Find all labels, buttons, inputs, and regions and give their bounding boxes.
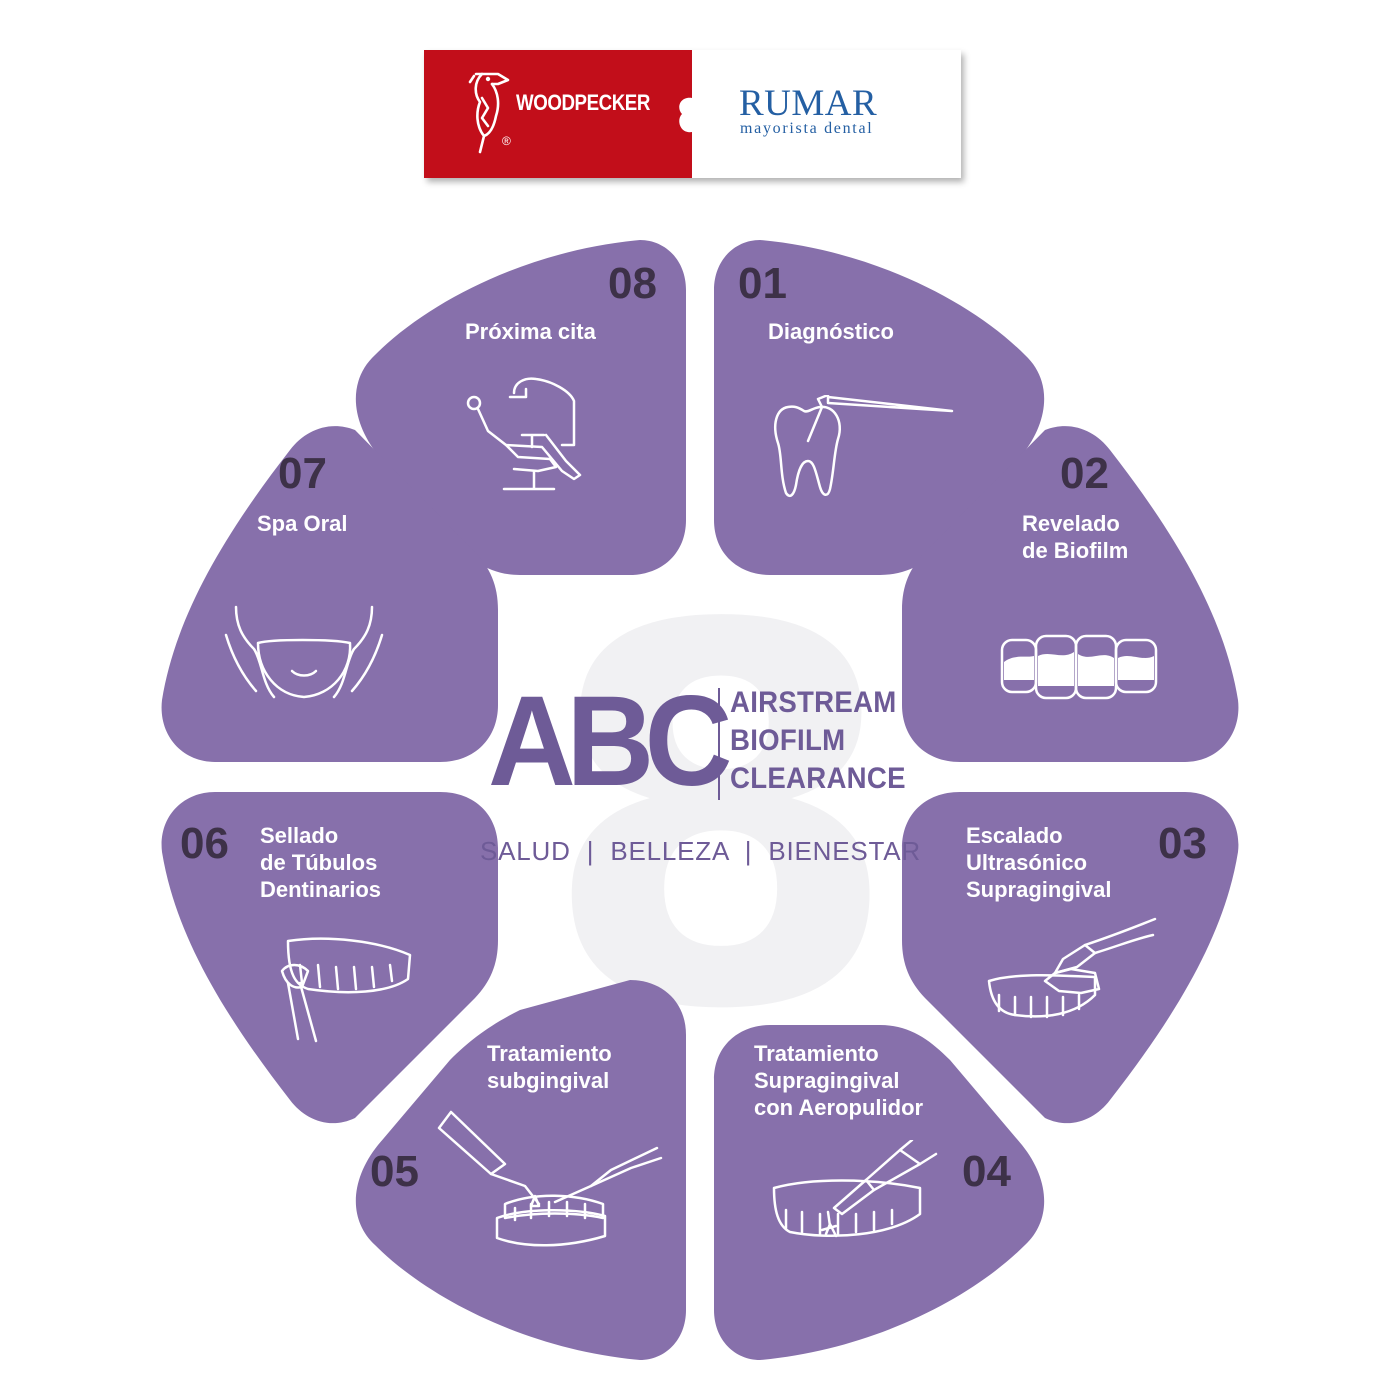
dental-chair-icon (466, 377, 582, 491)
step-01-label: Diagnóstico (768, 319, 894, 344)
step-02-number: 02 (1060, 449, 1109, 498)
petal-02 (902, 426, 1239, 762)
partner-logo-banner: WOODPECKER ® RUMAR mayorista dental (424, 50, 961, 178)
petal-05 (355, 980, 686, 1360)
petal-06 (161, 792, 498, 1124)
step-08-label: Próxima cita (465, 319, 596, 344)
petal-03 (902, 792, 1239, 1124)
step-01-number: 01 (738, 259, 787, 308)
rumar-brand-subtitle: mayorista dental (740, 120, 874, 137)
tooth-probe-icon (774, 395, 954, 497)
step-08-number: 08 (608, 259, 657, 308)
abc-title-line-2: BIOFILM (730, 724, 846, 757)
abc-logo-divider (718, 688, 720, 800)
rumar-logo-panel (692, 50, 961, 178)
abc-title-line-1: AIRSTREAM (730, 686, 897, 719)
step-07-label: Spa Oral (257, 511, 348, 536)
subgingival-tools-icon (437, 1110, 663, 1247)
abc-title-line-3: CLEARANCE (730, 762, 906, 795)
petal-08 (355, 240, 686, 575)
woodpecker-brand-name: WOODPECKER (516, 90, 650, 115)
woodpecker-logo-panel: WOODPECKER ® (424, 50, 692, 178)
step-05-number: 05 (370, 1147, 419, 1196)
polishing-cup-icon (280, 937, 412, 1043)
step-04-number: 04 (962, 1147, 1011, 1196)
registered-mark: ® (502, 134, 511, 148)
step-06-number: 06 (180, 819, 229, 868)
step-03-number: 03 (1158, 819, 1207, 868)
rumar-brand-name: RUMAR (739, 83, 878, 124)
petal-04 (714, 1025, 1045, 1360)
step-07-number: 07 (278, 449, 327, 498)
woodpecker-bird-icon (468, 72, 510, 154)
air-polisher-icon (772, 1140, 938, 1238)
stained-teeth-icon (1000, 634, 1158, 700)
puzzle-connector-shape (679, 88, 694, 144)
abc-logo-letters: ABC (488, 670, 732, 813)
tagline: SALUD | BELLEZA | BIENESTAR (480, 836, 921, 866)
face-hands-icon (224, 605, 384, 699)
ultrasonic-scaler-icon (987, 917, 1157, 1019)
